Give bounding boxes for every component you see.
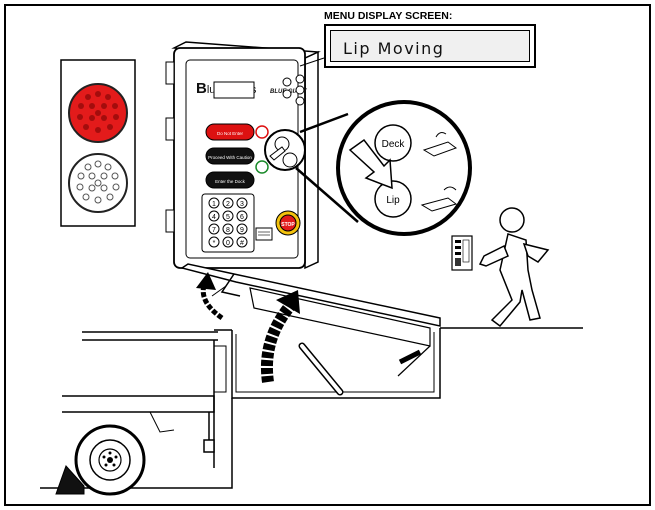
deck-button[interactable]: Deck [375, 125, 411, 161]
down-arrow-icon[interactable] [283, 90, 291, 98]
traffic-light [61, 60, 135, 226]
enter-the-dock-button[interactable]: Enter the Dock [206, 172, 254, 188]
red-traffic-light-icon [69, 84, 127, 142]
keypad: 1 2 3 4 5 6 7 8 9 * 0 # [202, 194, 254, 252]
svg-text:Deck: Deck [382, 139, 406, 150]
menu-display-inner: Lip Moving [330, 30, 530, 62]
menu-display-screen: Lip Moving [324, 24, 536, 68]
stop-button[interactable]: STOP [276, 211, 300, 235]
menu-display-text: Lip Moving [343, 39, 444, 58]
svg-text:Proceed With Caution: Proceed With Caution [208, 155, 252, 160]
menu-display-title: MENU DISPLAY SCREEN: [324, 10, 452, 22]
key-0[interactable]: 0 [226, 240, 230, 247]
label-plate [256, 228, 272, 240]
do-not-enter-button[interactable]: Do Not Enter [206, 124, 254, 140]
svg-text:Do Not Enter: Do Not Enter [217, 131, 244, 136]
key-star[interactable]: * [213, 240, 216, 247]
key-1[interactable]: 1 [212, 201, 216, 208]
lip-button[interactable]: Lip [375, 181, 411, 217]
curved-arrow-icon [196, 272, 222, 318]
truck-red-icon [256, 126, 268, 138]
svg-text:Enter the Dock: Enter the Dock [215, 179, 246, 184]
truck-trailer [62, 332, 218, 452]
menu-button[interactable] [296, 75, 304, 83]
key-5[interactable]: 5 [226, 214, 230, 221]
proceed-with-caution-button[interactable]: Proceed With Caution [206, 148, 254, 164]
svg-text:STOP: STOP [281, 222, 295, 228]
key-2[interactable]: 2 [226, 201, 230, 208]
dock-leveler [182, 264, 440, 392]
up-arrow-icon[interactable] [283, 78, 291, 86]
enter-button[interactable] [296, 86, 304, 94]
key-4[interactable]: 4 [212, 214, 216, 221]
key-9[interactable]: 9 [240, 227, 244, 234]
truck-green-icon [256, 161, 268, 173]
svg-text:Lip: Lip [386, 195, 400, 206]
truck-wheel-icon [56, 426, 144, 494]
deck-lip-callout: Deck Lip [296, 102, 470, 234]
key-hash[interactable]: # [240, 240, 244, 247]
controller-box: BlueGenius BLUE GIANT Do Not Enter Proce… [166, 42, 318, 268]
esc-button[interactable] [296, 97, 304, 105]
key-7[interactable]: 7 [212, 227, 216, 234]
wall-control-panel [452, 236, 472, 270]
operator-figure-icon [480, 208, 548, 326]
white-traffic-light-icon [69, 154, 127, 212]
controller-lcd [214, 82, 254, 98]
key-3[interactable]: 3 [240, 201, 244, 208]
key-6[interactable]: 6 [240, 214, 244, 221]
key-8[interactable]: 8 [226, 227, 230, 234]
